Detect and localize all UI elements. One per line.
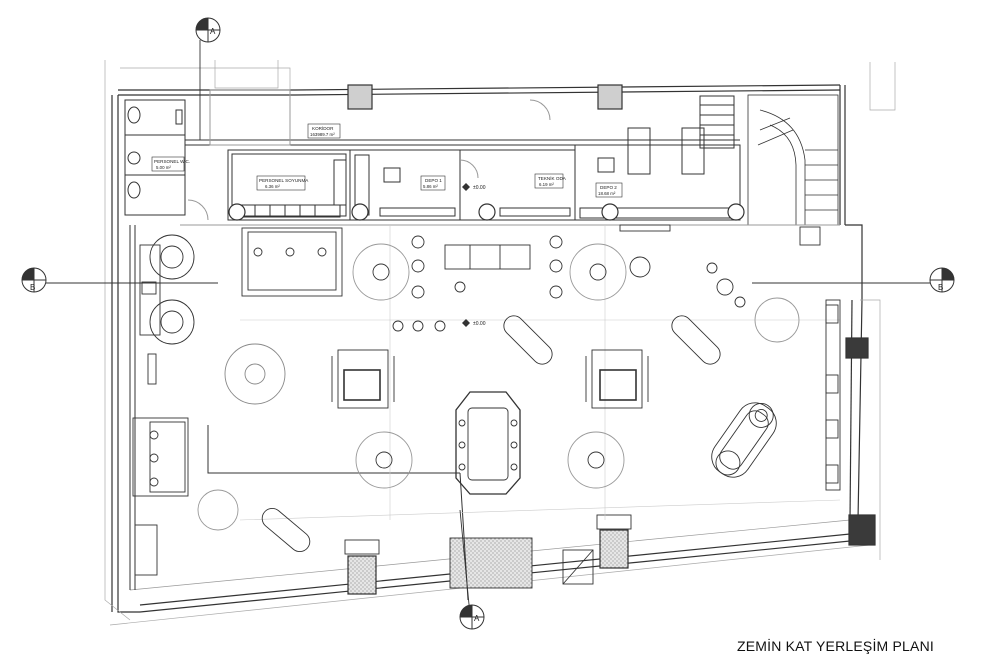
room-name-depo-1: DEPO 1	[425, 178, 442, 183]
room-label-personel-soyunma: PERSONEL SOYUNMA 6.36 m²	[256, 175, 309, 191]
room-name-personel-wc: PERSONEL W.C.	[154, 159, 190, 164]
room-area-depo-1: 5.86 m²	[423, 184, 438, 189]
room-label-teknik-oda: TEKNİK ODA 6.19 m²	[534, 173, 567, 189]
section-label-a-bottom: A	[474, 614, 480, 623]
room-name-teknik-oda: TEKNİK ODA	[538, 175, 567, 181]
room-area-teknik-oda: 6.19 m²	[539, 182, 554, 187]
room-label-depo-1: DEPO 1 5.86 m²	[420, 175, 446, 191]
room-label-koridor: KORİDOR 163989.7 m²	[307, 123, 341, 139]
elevation-text-main: ±0.00	[473, 321, 486, 327]
section-label-b-left: B	[30, 283, 35, 292]
exterior-walls	[111, 84, 863, 613]
section-marker-a-bottom: A	[459, 604, 485, 630]
elevation-marker-main: ±0.00	[462, 319, 486, 327]
section-label-a-top: A	[210, 27, 216, 36]
entrance-frames	[344, 514, 632, 589]
furniture	[132, 224, 841, 576]
room-label-depo-2: DEPO 2 18.68 m²	[595, 182, 623, 198]
section-marker-b-right: B	[929, 267, 955, 293]
room-area-personel-soyunma: 6.36 m²	[265, 184, 280, 189]
drawing-title: ZEMİN KAT YERLEŞİM PLANI	[737, 637, 934, 654]
section-lines	[45, 40, 930, 616]
room-label-personel-wc: PERSONEL W.C. 5.00 m²	[151, 156, 190, 172]
grid-lines	[239, 225, 841, 521]
section-label-b-right: B	[938, 283, 943, 292]
section-marker-a-top: A	[195, 17, 221, 43]
room-name-personel-soyunma: PERSONEL SOYUNMA	[259, 178, 309, 183]
room-name-depo-2: DEPO 2	[600, 185, 617, 190]
room-name-koridor: KORİDOR	[312, 125, 334, 131]
staircase	[747, 94, 839, 226]
elevation-text-upper: ±0.00	[473, 185, 486, 191]
room-area-koridor: 163989.7 m²	[310, 132, 335, 137]
section-marker-b-left: B	[21, 267, 47, 293]
room-area-personel-wc: 5.00 m²	[156, 165, 171, 170]
structural-columns	[228, 84, 876, 595]
room-area-depo-2: 18.68 m²	[598, 191, 616, 196]
service-rooms	[124, 89, 741, 221]
elevation-marker-upper: ±0.00	[462, 183, 486, 191]
